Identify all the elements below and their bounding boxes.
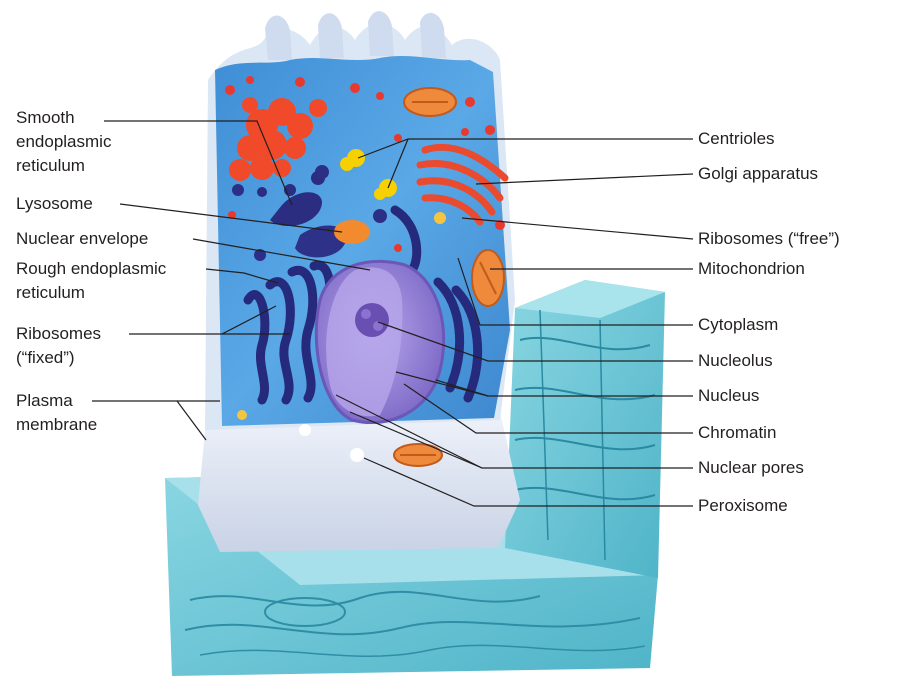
label-peroxisome: Peroxisome: [698, 494, 788, 518]
label-nuclear-pores: Nuclear pores: [698, 456, 804, 480]
label-rough-er: Rough endoplasmic reticulum: [16, 257, 166, 305]
label-mitochondrion: Mitochondrion: [698, 257, 805, 281]
label-smooth-er: Smooth endoplasmic reticulum: [16, 106, 111, 178]
leader-golgi: [476, 174, 693, 184]
leader-plasma-membrane: [92, 401, 206, 440]
nucleolus-shape: [355, 303, 389, 337]
label-plasma-membrane: Plasma membrane: [16, 389, 97, 437]
label-lysosome: Lysosome: [16, 192, 93, 216]
label-nuclear-envelope: Nuclear envelope: [16, 227, 148, 251]
label-ribosomes-free: Ribosomes (“free”): [698, 227, 840, 251]
label-nucleolus: Nucleolus: [698, 349, 773, 373]
label-golgi: Golgi apparatus: [698, 162, 818, 186]
label-ribosomes-fixed: Ribosomes (“fixed”): [16, 322, 101, 370]
label-centrioles: Centrioles: [698, 127, 775, 151]
label-nucleus: Nucleus: [698, 384, 759, 408]
label-cytoplasm: Cytoplasm: [698, 313, 778, 337]
label-chromatin: Chromatin: [698, 421, 776, 445]
